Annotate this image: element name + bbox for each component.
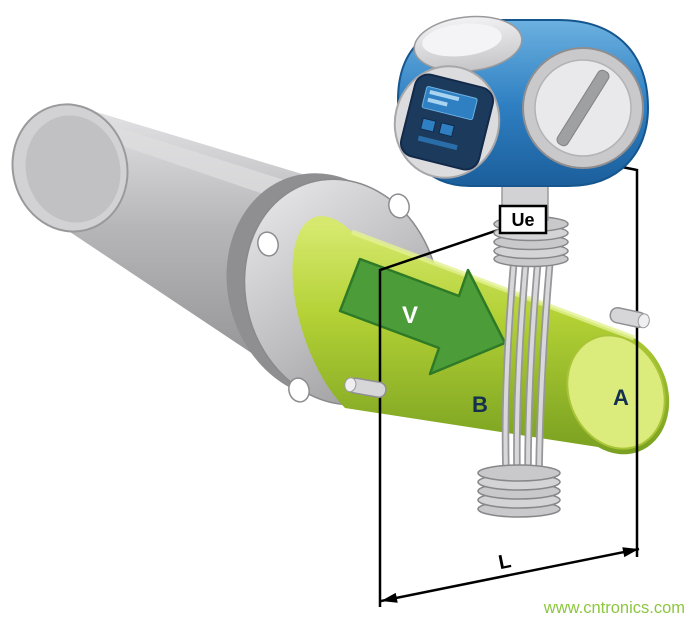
bolt-hole-top (388, 193, 410, 219)
electrode-left (344, 377, 387, 399)
dimension-length: L (380, 547, 640, 603)
display-screen-text-line-1 (429, 89, 460, 102)
bolt-hole-left (257, 231, 279, 257)
voltage-label-box: Ue (498, 204, 548, 235)
bolt-hole-bottom (288, 377, 310, 403)
housing-cap-top-highlight (422, 23, 502, 57)
voltage-label: Ue (511, 210, 534, 230)
dimension-arrow-left (381, 592, 398, 603)
display-screen-text-line-2 (427, 97, 448, 107)
tube-label-a: A (613, 385, 629, 410)
measuring-tube-top-edge (351, 229, 635, 341)
tube-label-b: B (472, 392, 488, 417)
display-button-bar (417, 135, 458, 151)
coil-bottom (477, 464, 561, 518)
dimension-label: L (497, 550, 513, 574)
transmitter-housing (393, 15, 650, 187)
electrode-wire-left (378, 222, 517, 607)
display-button-1 (419, 117, 437, 133)
watermark-text: www.cntronics.com (543, 599, 685, 617)
dimension-arrow-right (622, 547, 639, 558)
electrode-right (609, 306, 650, 329)
gray-pipe-top-highlight (70, 112, 322, 214)
housing-cap-right (522, 47, 644, 169)
transmitter-display (393, 65, 501, 179)
flow-velocity-label: V (402, 302, 418, 329)
dimension-line (380, 547, 640, 603)
cap-slot (556, 69, 610, 147)
coil-wires (501, 256, 554, 476)
display-button-2 (438, 122, 455, 138)
gray-pipe-end-cap-inner (25, 115, 121, 223)
